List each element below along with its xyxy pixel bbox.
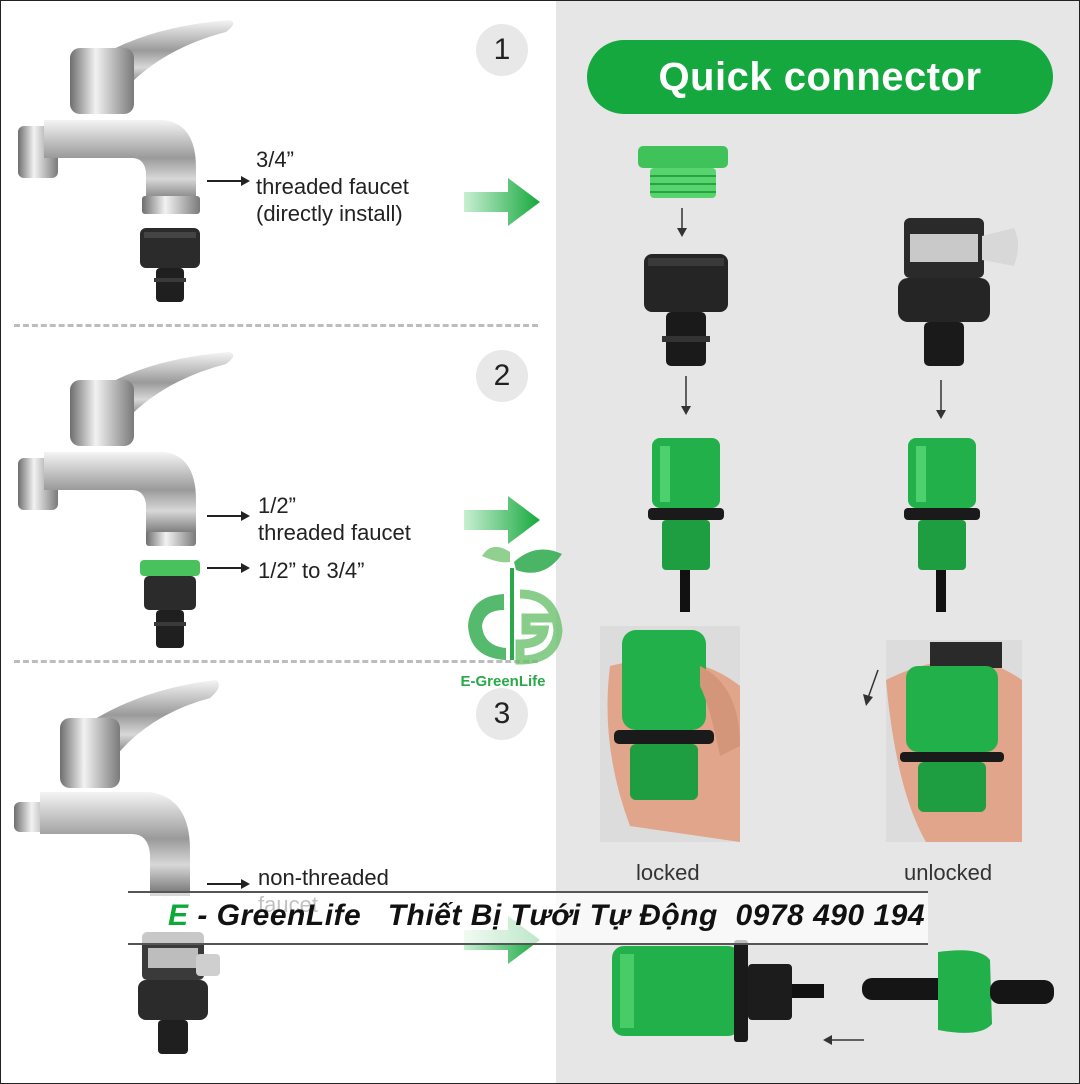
contact-banner: E - GreenLife Thiết Bị Tưới Tự Động 0978… bbox=[128, 891, 928, 945]
section-divider bbox=[14, 324, 538, 327]
locked-photo bbox=[600, 626, 740, 842]
tap-connector-image bbox=[644, 254, 728, 366]
pointer-arrow-icon bbox=[207, 511, 250, 521]
faucet-threaded-3-4-image bbox=[18, 20, 234, 214]
step-1-number: 1 bbox=[476, 24, 528, 76]
reducer-adapter-image bbox=[140, 560, 200, 648]
left-arrow-icon bbox=[823, 1035, 864, 1045]
tap-adapter-image bbox=[140, 228, 200, 302]
adapter-label: 1/2” to 3/4” bbox=[258, 558, 365, 583]
down-arrow-icon bbox=[677, 208, 687, 237]
hose-connector-image bbox=[648, 438, 724, 612]
banner-brand-letter: E bbox=[168, 899, 189, 932]
green-arrow-icon bbox=[464, 178, 540, 226]
step-3-number: 3 bbox=[476, 688, 528, 740]
unlocked-photo bbox=[886, 640, 1022, 842]
locked-label: locked bbox=[636, 860, 700, 885]
step-1-label: 3/4” threaded faucet (directly install) bbox=[256, 147, 409, 226]
green-thread-adapter-image bbox=[638, 146, 728, 198]
hose-connector-image bbox=[904, 438, 980, 612]
banner-contact-text: - GreenLife Thiết Bị Tưới Tự Động 0978 4… bbox=[188, 899, 926, 932]
watermark-brand: E-GreenLife bbox=[460, 673, 546, 690]
banner-text: E - GreenLife Thiết Bị Tưới Tự Động 0978… bbox=[168, 899, 925, 933]
pointer-arrow-icon bbox=[207, 176, 250, 186]
assembly-image bbox=[612, 940, 1054, 1042]
down-arrow-icon bbox=[681, 376, 691, 415]
clamp-adapter-image bbox=[138, 932, 220, 1054]
step-2-label: 1/2” threaded faucet bbox=[258, 493, 411, 545]
pointer-arrow-icon bbox=[207, 879, 250, 889]
faucet-threaded-1-2-image bbox=[18, 352, 234, 546]
page-title: Quick connector bbox=[587, 40, 1053, 114]
pointer-arrow-icon bbox=[207, 563, 250, 573]
down-arrow-icon bbox=[936, 380, 946, 419]
section-divider bbox=[14, 660, 538, 663]
diagonal-arrow-icon bbox=[863, 669, 879, 706]
clamp-connector-image bbox=[898, 218, 1018, 366]
step-2-number: 2 bbox=[476, 350, 528, 402]
green-arrow-icon bbox=[464, 496, 540, 544]
e-greenlife-logo bbox=[468, 546, 563, 665]
faucet-non-threaded-image bbox=[14, 680, 219, 896]
unlocked-label: unlocked bbox=[904, 860, 993, 885]
